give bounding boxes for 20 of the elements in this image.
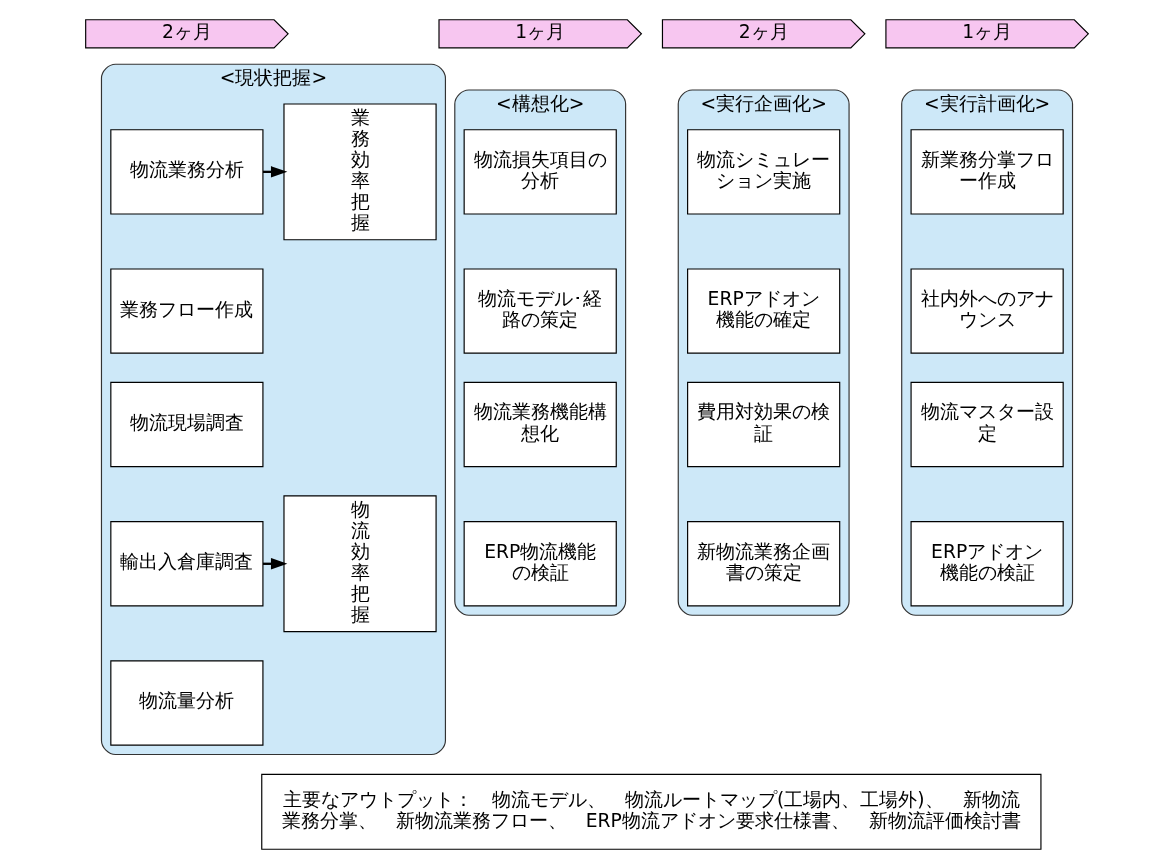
node-box: 物流マスター設定 [910,381,1064,468]
node-box: ERP物流機能の検証 [463,521,617,607]
node-box: 物流業務機能構想化 [463,381,617,468]
node-box: 物流効率把握 [283,495,437,633]
node-box: 業務フロー作成 [110,268,264,354]
node-box: 輸出入倉庫調査 [110,521,264,607]
node-box: 物流シミュレーション実施 [687,129,841,215]
node-box: 物流業務分析 [110,129,264,215]
node-box: 物流量分析 [110,660,264,746]
node-box: 物流モデル･経路の策定 [463,268,617,354]
node-box: 社内外へのアナウンス [910,268,1064,354]
node-box: 費用対効果の検証 [687,381,841,468]
node-box: 新物流業務企画書の策定 [687,521,841,607]
node-box: 業務効率把握 [283,103,437,241]
node-box: 物流損失項目の分析 [463,129,617,215]
node-box: 新業務分掌フロー作成 [910,129,1064,215]
node-box: 主要なアウトプット： 物流モデル、 物流ルートマップ(工場内、工場外)、 新物流業務分掌、 新物流業務フロー、 ERP物流アドオン要求仕様書、 新物流評価検討書 [261,773,1042,850]
node-box: ERPアドオン機能の確定 [687,268,841,354]
node-box: ERPアドオン機能の検証 [910,521,1064,607]
node-box: 物流現場調査 [110,381,264,468]
